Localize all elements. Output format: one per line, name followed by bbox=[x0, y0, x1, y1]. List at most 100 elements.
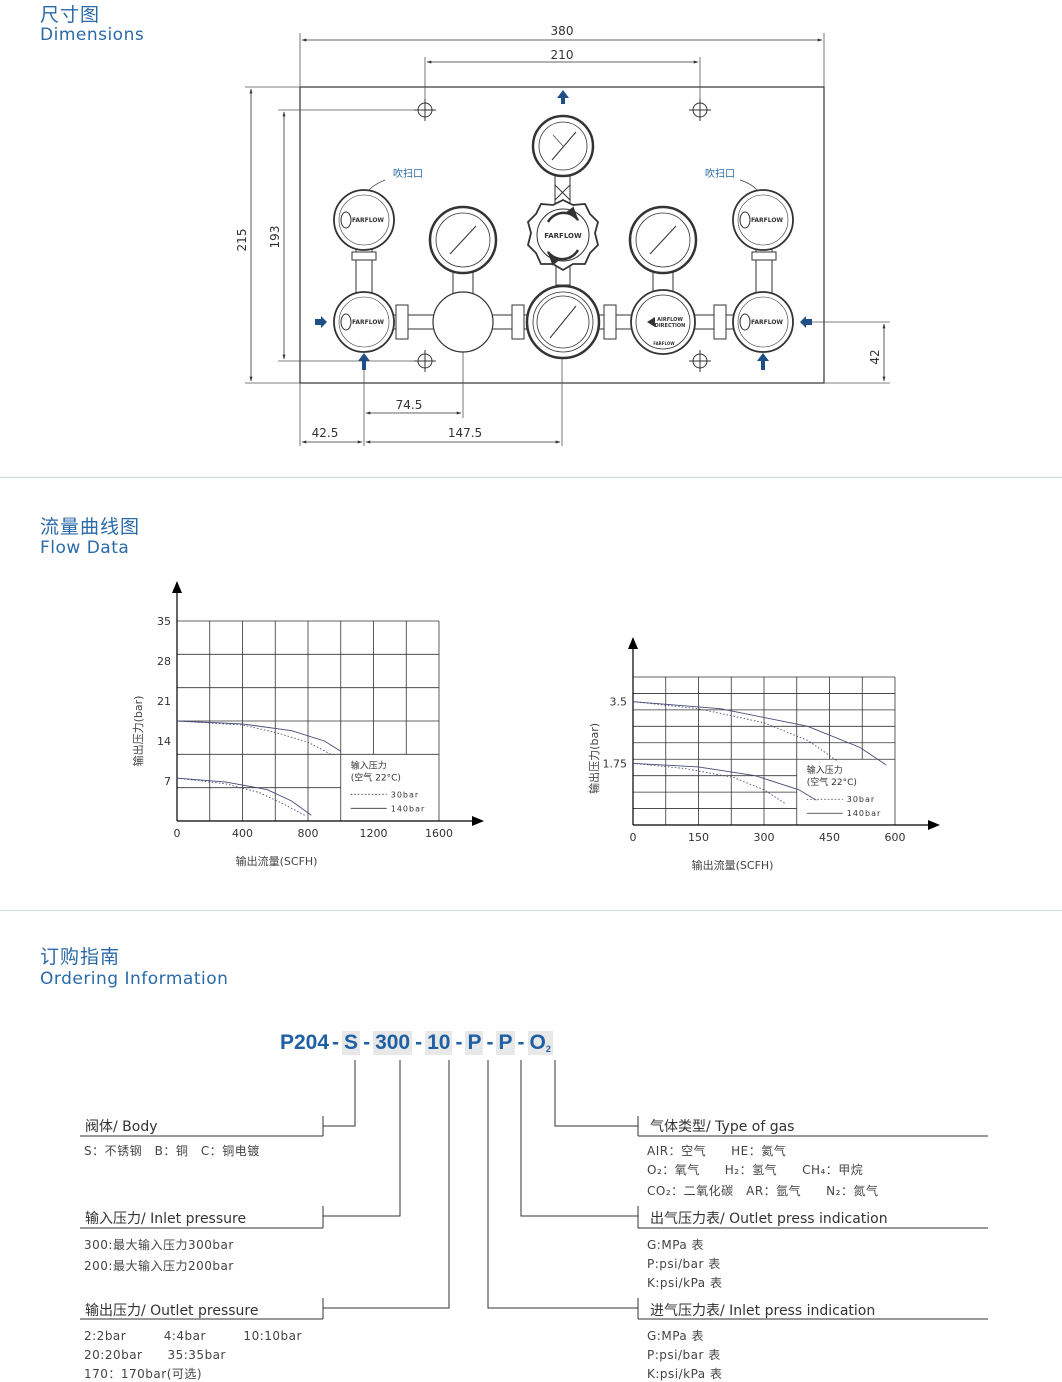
airflow-label: AIRFLOW bbox=[657, 317, 683, 323]
code-dash: - bbox=[455, 1031, 463, 1054]
inlet-item: 200:最大输入压力200bar bbox=[84, 1259, 234, 1273]
y-tick-label: 28 bbox=[157, 655, 171, 668]
inlet-ind-item: P:psi/bar 表 bbox=[647, 1348, 721, 1362]
ordering-title-cn: 订购指南 bbox=[40, 946, 121, 968]
x-axis-arrow-icon bbox=[928, 820, 940, 830]
dim-147-5: 147.5 bbox=[448, 426, 482, 440]
code-inlet-ind: P bbox=[465, 1031, 484, 1055]
series-curve bbox=[632, 762, 817, 801]
y-axis-arrow-icon bbox=[628, 637, 638, 649]
dimensions-title-cn: 尺寸图 bbox=[40, 4, 101, 26]
flow-title-cn: 流量曲线图 bbox=[40, 516, 141, 538]
inlet-title: 输入压力/ Inlet pressure bbox=[85, 1211, 247, 1227]
legend-subtitle: (空气 22°C) bbox=[351, 771, 401, 783]
y-tick-label: 7 bbox=[164, 775, 171, 788]
dimensions-title-en: Dimensions bbox=[40, 25, 145, 45]
purge-label-right: 吹扫口 bbox=[705, 167, 735, 180]
dimensions-drawing: 380 210 215 193 42 74.5 42.5 147.5 bbox=[235, 24, 890, 446]
section-divider bbox=[0, 910, 1062, 911]
x-tick-label: 450 bbox=[819, 831, 840, 844]
dim-215: 215 bbox=[235, 229, 249, 252]
flow-title-en: Flow Data bbox=[40, 538, 130, 558]
x-tick-label: 150 bbox=[688, 831, 709, 844]
left-body bbox=[432, 291, 494, 353]
code-model: P204 bbox=[280, 1031, 330, 1054]
code-dash: - bbox=[363, 1031, 371, 1054]
inlet-ind-item: G:MPa 表 bbox=[647, 1329, 705, 1343]
dim-380: 380 bbox=[551, 24, 574, 38]
y-axis-label: 输出压力(bar) bbox=[131, 696, 145, 767]
outlet-item: 20:20bar 35:35bar bbox=[84, 1348, 226, 1362]
dim-42-5: 42.5 bbox=[312, 426, 339, 440]
legend-label: 140bar bbox=[391, 804, 426, 813]
code-outlet: 10 bbox=[425, 1031, 453, 1055]
code-gas: O2 bbox=[527, 1031, 553, 1055]
outlet-item: 170：170bar(可选) bbox=[84, 1367, 203, 1381]
y-axis-arrow-icon bbox=[172, 581, 182, 593]
x-tick-label: 400 bbox=[232, 827, 253, 840]
dim-210: 210 bbox=[551, 48, 574, 62]
airflow-brand: FARFLOW bbox=[653, 341, 675, 346]
legend-label: 140bar bbox=[847, 809, 882, 818]
x-tick-label: 600 bbox=[885, 831, 906, 844]
inlet-ind-title: 进气压力表/ Inlet press indication bbox=[650, 1303, 876, 1319]
dim-74-5: 74.5 bbox=[396, 398, 423, 412]
valve-top-left: FARFLOW bbox=[333, 189, 395, 251]
legend-title: 输入压力 bbox=[807, 764, 843, 776]
y-tick-label: 3.5 bbox=[610, 696, 628, 709]
gas-title: 气体类型/ Type of gas bbox=[650, 1119, 795, 1135]
brand-label: FARFLOW bbox=[544, 232, 582, 240]
y-tick-label: 14 bbox=[157, 735, 171, 748]
series-curve bbox=[176, 720, 342, 752]
code-dash: - bbox=[486, 1031, 494, 1054]
body-item: S：不锈钢 B：铜 C：铜电镀 bbox=[84, 1144, 260, 1158]
legend-title: 输入压力 bbox=[351, 759, 387, 771]
x-tick-label: 800 bbox=[298, 827, 319, 840]
x-tick-label: 1200 bbox=[360, 827, 388, 840]
gas-item: CO₂：二氧化碳 AR：氩气 N₂：氮气 bbox=[647, 1184, 879, 1198]
flow-arrow-icon bbox=[315, 90, 812, 370]
y-axis-label: 输出压力(bar) bbox=[587, 723, 601, 794]
code-body: S bbox=[342, 1031, 361, 1055]
airflow-body: AIRFLOW DIRECTION FARFLOW bbox=[630, 289, 696, 355]
x-tick-label: 1600 bbox=[425, 827, 453, 840]
valve-bottom-right: FARFLOW bbox=[732, 291, 794, 353]
outlet-ind-item: K:psi/kPa 表 bbox=[647, 1276, 723, 1290]
x-tick-label: 0 bbox=[630, 831, 637, 844]
top-gauge bbox=[531, 114, 595, 178]
series-curve bbox=[176, 777, 312, 816]
center-knob: FARFLOW bbox=[526, 198, 600, 272]
outlet-item: 2:2bar 4:4bar 10:10bar bbox=[84, 1329, 302, 1343]
code-dash: - bbox=[415, 1031, 423, 1054]
code-dash: - bbox=[517, 1031, 525, 1054]
inlet-ind-item: K:psi/kPa 表 bbox=[647, 1367, 723, 1381]
series-curve bbox=[176, 720, 333, 756]
legend-label: 30bar bbox=[847, 795, 875, 804]
x-axis-arrow-icon bbox=[472, 816, 484, 826]
valve-bottom-left: FARFLOW bbox=[333, 291, 395, 353]
center-gauge bbox=[525, 284, 601, 360]
brand-label: FARFLOW bbox=[751, 217, 783, 224]
outlet-ind-item: P:psi/bar 表 bbox=[647, 1257, 721, 1271]
outlet-ind-item: G:MPa 表 bbox=[647, 1238, 705, 1252]
brand-label: FARFLOW bbox=[352, 217, 384, 224]
code-dash: - bbox=[332, 1031, 340, 1054]
direction-label: DIRECTION bbox=[655, 323, 686, 329]
dim-193: 193 bbox=[268, 226, 282, 249]
dim-42: 42 bbox=[868, 349, 882, 364]
series-curve bbox=[632, 701, 839, 762]
purge-label-left: 吹扫口 bbox=[393, 167, 423, 180]
y-tick-label: 35 bbox=[157, 615, 171, 628]
brand-label: FARFLOW bbox=[352, 319, 384, 326]
gas-item: O₂：氧气 H₂：氢气 CH₄：甲烷 bbox=[647, 1163, 864, 1177]
x-tick-label: 300 bbox=[754, 831, 775, 844]
right-mid-gauge bbox=[628, 205, 698, 275]
left-mid-gauge bbox=[428, 205, 498, 275]
legend-label: 30bar bbox=[391, 790, 419, 799]
x-tick-label: 0 bbox=[174, 827, 181, 840]
series-curve bbox=[632, 762, 787, 805]
section-divider bbox=[0, 477, 1062, 478]
x-axis-label: 输出流量(SCFH) bbox=[692, 858, 774, 872]
